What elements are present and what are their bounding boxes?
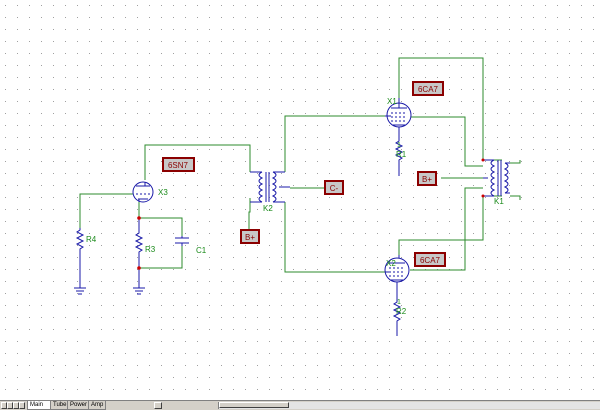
first-sheet-button[interactable] [1, 402, 7, 409]
cminus-text: C- [330, 184, 339, 193]
wire-k2-sec-bottom [284, 202, 385, 273]
transformer-k1 [483, 159, 510, 197]
transformer-k2 [250, 171, 290, 203]
tube-x2-type: 6CA7 [420, 256, 441, 265]
tube-x3 [132, 181, 154, 203]
tube-x3-type: 6SN7 [168, 161, 189, 170]
wire-k1-sec-bottom [510, 195, 521, 200]
wire-c1-top [139, 217, 183, 236]
schematic-canvas[interactable]: 6SN7 6CA7 6CA7 C- B+ B+ X3 R4 R3 C1 K2 X… [0, 0, 600, 400]
label-bplus-k1-box[interactable]: B+ [417, 171, 437, 186]
label-bplus-k2-box[interactable]: B+ [240, 229, 260, 244]
scroll-left-button[interactable] [154, 402, 162, 409]
next-sheet-button[interactable] [13, 402, 19, 409]
wire-x3-grid [79, 193, 136, 228]
bplus-k1-text: B+ [422, 175, 432, 184]
scrollbar-thumb[interactable] [219, 402, 289, 408]
resistor-r2 [392, 300, 402, 336]
refdes-r3: R3 [145, 245, 156, 254]
refdes-r2-pin: 1 [397, 299, 401, 306]
refdes-x3: X3 [158, 188, 168, 197]
sheet-tab-4[interactable]: Amp [88, 401, 106, 410]
wire-k1-sec-top [510, 160, 521, 164]
tube-x1 [385, 98, 412, 138]
wire-x2-screen [410, 187, 483, 271]
resistor-r4 [74, 228, 86, 295]
sheet-tab-1[interactable]: Main [27, 401, 51, 410]
refdes-c1: C1 [196, 246, 207, 255]
prev-sheet-button[interactable] [7, 402, 13, 409]
refdes-r1-pin: 1 [397, 142, 401, 149]
tube-x1-type: 6CA7 [418, 85, 439, 94]
wire-x3-plate [144, 144, 251, 180]
refdes-r1: R1 [396, 150, 407, 159]
wire-k2-bplus [248, 198, 251, 230]
tube-x2 [384, 255, 410, 300]
label-x1-box[interactable]: 6CA7 [412, 81, 444, 96]
junction-nodes [137, 158, 485, 270]
refdes-k2: K2 [263, 204, 273, 213]
refdes-r2: R2 [396, 307, 407, 316]
horizontal-scrollbar[interactable] [218, 402, 600, 409]
refdes-x2: X2 [386, 259, 396, 268]
wire-x1-screen [410, 116, 483, 167]
label-cminus-box[interactable]: C- [324, 180, 344, 195]
label-x2-box[interactable]: 6CA7 [414, 252, 446, 267]
resistor-r1 [394, 138, 404, 176]
capacitor-c1 [175, 236, 189, 246]
label-x3-box[interactable]: 6SN7 [162, 157, 195, 172]
refdes-r4: R4 [86, 235, 97, 244]
schematic-grid [0, 0, 600, 400]
wire-k2-sec-top [284, 115, 385, 172]
wire-c1-bottom [139, 246, 183, 269]
bplus-k2-text: B+ [245, 233, 255, 242]
refdes-k1: K1 [494, 197, 504, 206]
last-sheet-button[interactable] [19, 402, 25, 409]
refdes-x1: X1 [387, 97, 397, 106]
sheet-tab-2[interactable]: Tube [50, 401, 68, 410]
sheet-tab-3[interactable]: Power [67, 401, 89, 410]
resistor-r3 [133, 218, 145, 295]
sheet-tab-bar: Main Tube Power Amp [0, 400, 600, 410]
